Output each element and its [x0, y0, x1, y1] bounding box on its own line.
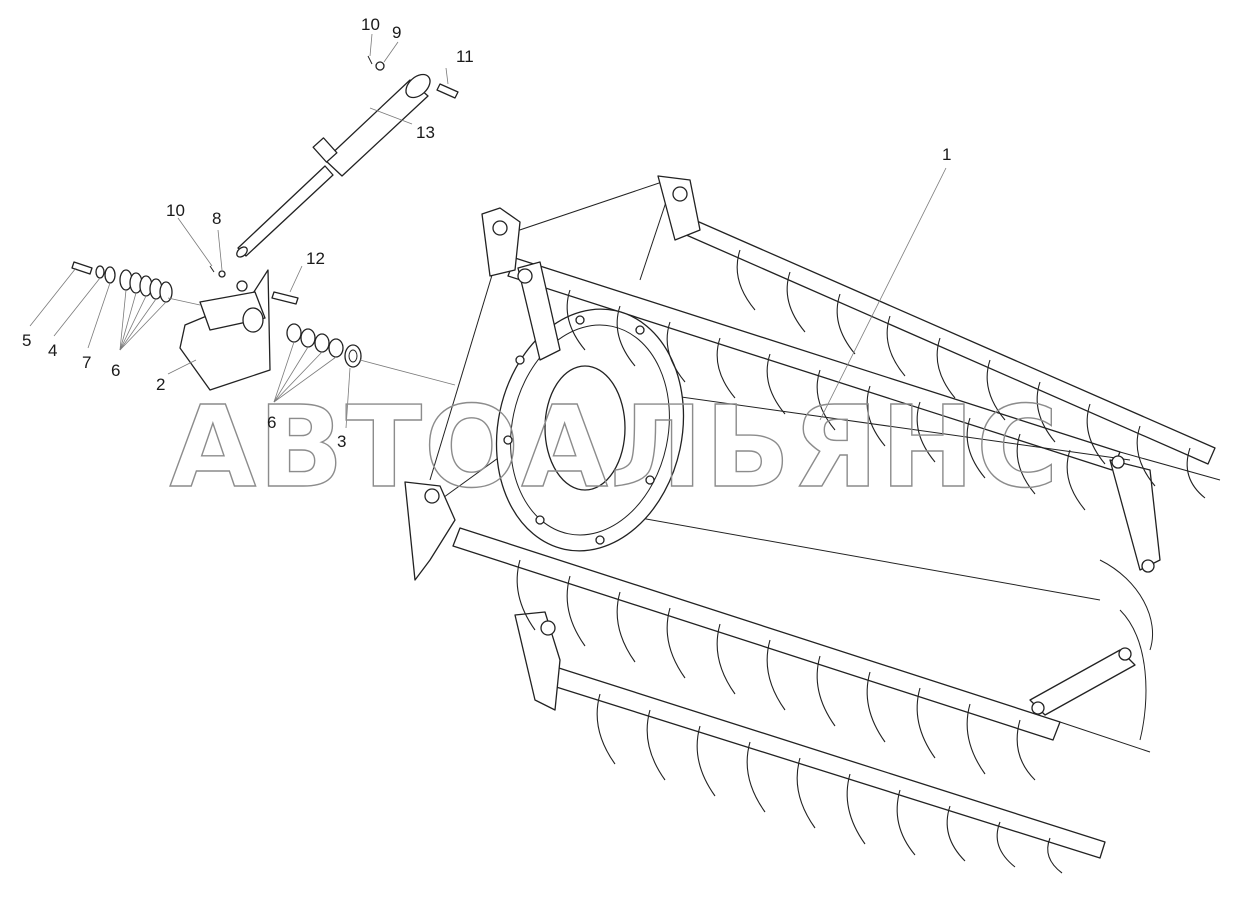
- watermark-text: АВТОАЛЬЯНС: [170, 383, 1061, 513]
- callout-9: 9: [392, 23, 401, 42]
- spring-tines: [516, 249, 1206, 874]
- callout-2: 2: [156, 375, 165, 394]
- callout-11: 11: [456, 47, 474, 66]
- washer-7: [104, 266, 116, 284]
- shims-6-right: [286, 323, 344, 358]
- grease-fitting-8: [218, 270, 226, 278]
- cotter-pin-10-top: [367, 55, 373, 65]
- callout-1: 1: [942, 145, 951, 164]
- callout-12: 12: [306, 249, 325, 268]
- cylinder-pin-11: [436, 83, 459, 99]
- bearing-bracket: [179, 269, 271, 391]
- reel-end-disc: [495, 308, 1154, 741]
- callout-3: 3: [337, 432, 346, 451]
- washer-4: [95, 265, 105, 279]
- shims-6-left: [119, 269, 173, 303]
- callout-6-left: 6: [111, 361, 120, 380]
- reel-tine-bars: [452, 217, 1221, 859]
- bar-end-brackets: [404, 175, 1155, 715]
- callout-7: 7: [82, 353, 91, 372]
- leader-lines: [29, 33, 947, 429]
- callout-5: 5: [22, 331, 31, 350]
- callout-8: 8: [212, 209, 221, 228]
- callout-labels: 1 2 3 4 5 6 6 7 8 9 10 10 11 12 13: [22, 15, 951, 451]
- callout-10-top: 10: [361, 15, 380, 34]
- bolt-5: [71, 261, 93, 275]
- callout-13: 13: [416, 123, 435, 142]
- grease-fitting-9: [375, 61, 385, 71]
- bushing-3: [344, 344, 362, 368]
- callout-6-right: 6: [267, 413, 276, 432]
- cotter-pin-10-mid: [209, 265, 215, 273]
- callout-10-mid: 10: [166, 201, 185, 220]
- hydraulic-cylinder: [236, 73, 431, 258]
- reel-assembly: [404, 175, 1221, 874]
- pin-12: [271, 291, 299, 305]
- callout-4: 4: [48, 341, 57, 360]
